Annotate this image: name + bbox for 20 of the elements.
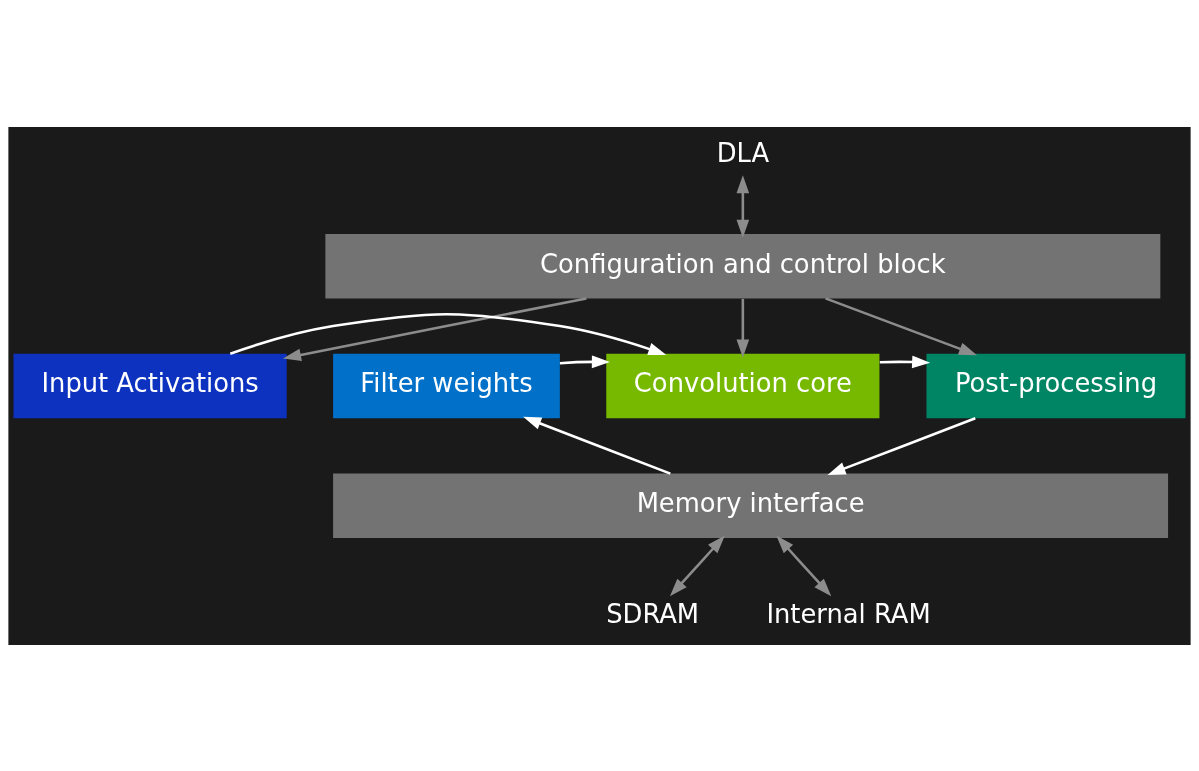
node-box: Post-processing xyxy=(926,353,1186,418)
arrow xyxy=(776,535,832,596)
node-text: SDRAM xyxy=(606,598,700,629)
arrow xyxy=(827,416,976,475)
arrow xyxy=(879,355,931,368)
node-box: Configuration and control block xyxy=(325,233,1161,298)
node-box: Convolution core xyxy=(606,353,880,418)
arrow xyxy=(523,416,671,475)
arrow xyxy=(229,312,667,355)
node-box: Memory interface xyxy=(333,473,1169,538)
arrow xyxy=(825,296,978,355)
node-text: DLA xyxy=(716,137,770,168)
arrow xyxy=(736,298,750,357)
arrow xyxy=(736,174,750,238)
node-box: Input Activations xyxy=(13,353,287,418)
arrow xyxy=(669,535,725,596)
node-text: Internal RAM xyxy=(766,598,931,629)
node-box: Filter weights xyxy=(333,353,560,418)
arrow xyxy=(283,296,587,361)
arrow xyxy=(559,355,610,368)
